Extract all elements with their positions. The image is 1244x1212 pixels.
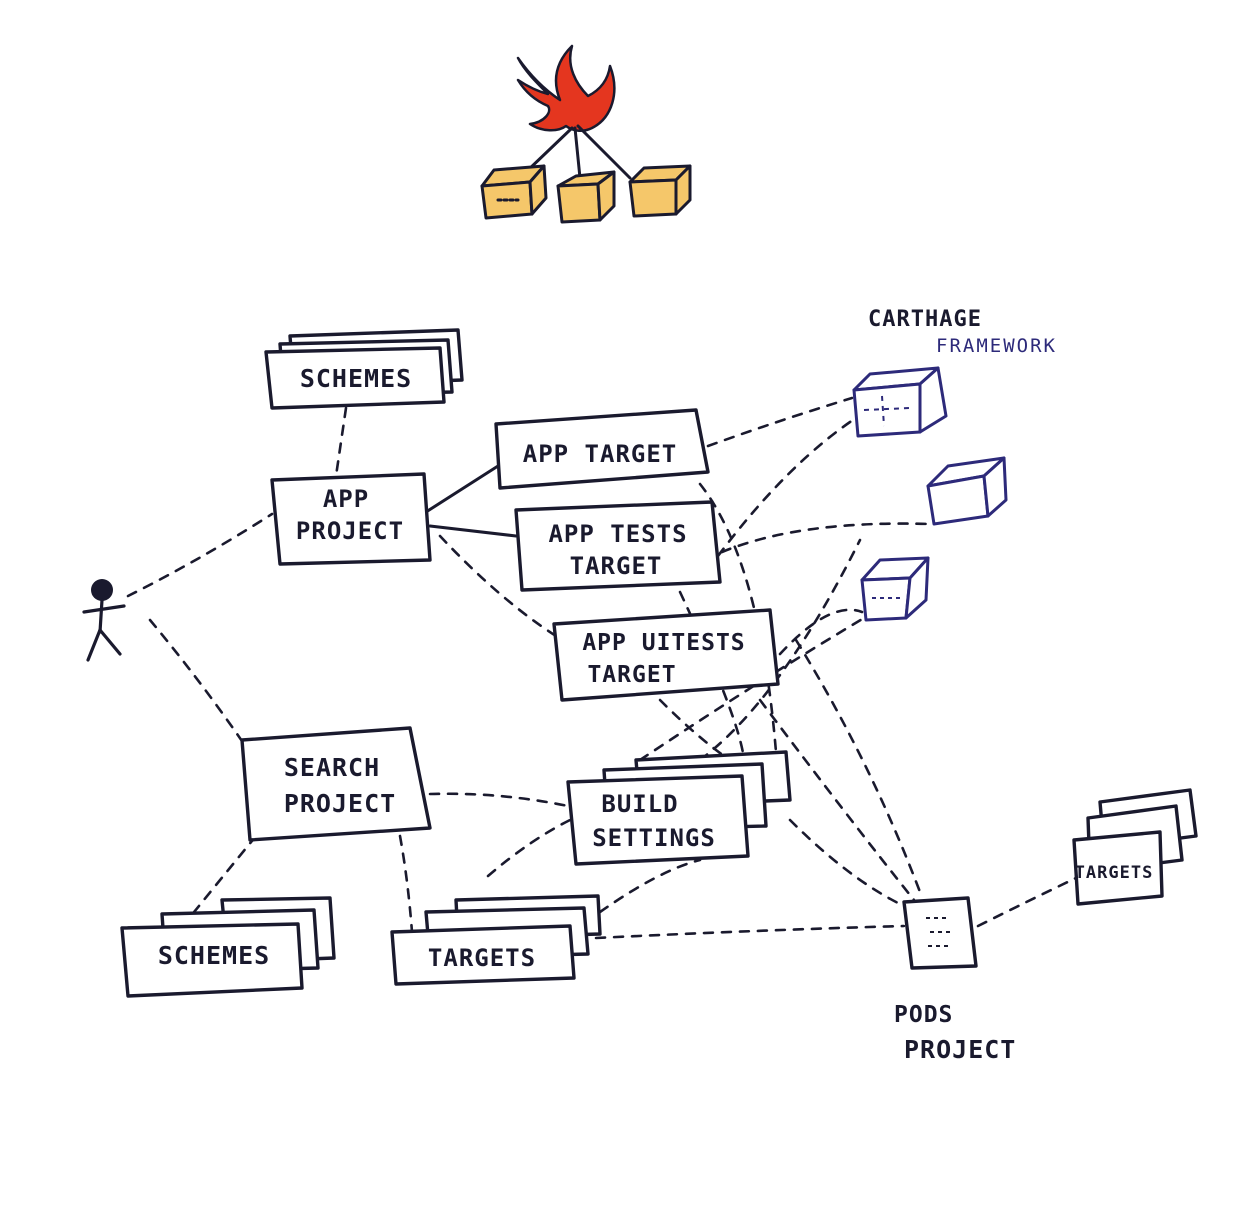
app-uitests-target-label-line2: TARGET (587, 662, 676, 688)
link-build-framework-3 (638, 616, 866, 762)
swift-bird-icon (516, 44, 616, 132)
framework-cube-icon (852, 366, 948, 438)
link-tests-target-build-settings (678, 590, 746, 762)
link-schemes-app-project (334, 406, 348, 478)
schemes-top-label: SCHEMES (300, 364, 412, 393)
app-target-label: APP TARGET (523, 440, 678, 468)
app-uitests-target-node: APP UITESTS TARGET (552, 608, 780, 702)
link-targets-build-settings-2 (598, 858, 702, 914)
app-uitests-target-label-line1: APP UITESTS (582, 630, 745, 656)
connections (126, 396, 1078, 940)
pods-project-label-line2: PROJECT (904, 1035, 1016, 1064)
pods-project-label-line1: PODS (894, 1002, 953, 1028)
package-box-icon (480, 164, 548, 220)
app-tests-target-label-line1: APP TESTS (548, 520, 687, 548)
app-tests-target-label-line2: TARGET (570, 552, 663, 580)
package-box-icon (556, 170, 616, 224)
schemes-bottom-label: SCHEMES (158, 941, 270, 970)
carthage-group: CARTHAGE FRAMEWORK (852, 307, 1057, 622)
app-target-node: APP TARGET (494, 408, 710, 490)
link-app-project-uitests-target (438, 534, 558, 638)
package-box-icon (628, 164, 692, 218)
link-targets-build-settings (486, 818, 572, 878)
build-settings-label-line1: BUILD (601, 790, 678, 818)
link-search-build-settings (428, 792, 570, 808)
link-app-target-framework-1 (706, 396, 854, 448)
link-pods-project-targets (976, 876, 1078, 928)
link-build-framework-2 (698, 538, 862, 762)
link-user-app-project (126, 512, 274, 598)
link-tests-target-framework-1 (716, 412, 864, 558)
link-targets-pods-project (594, 924, 906, 940)
schemes-top-node: SCHEMES (264, 328, 464, 410)
package-link-3 (576, 124, 632, 180)
app-project-node: APP PROJECT (270, 472, 432, 566)
carthage-label-line1: CARTHAGE (868, 307, 982, 332)
link-app-target-build-settings (698, 482, 778, 754)
app-project-label-line2: PROJECT (296, 517, 404, 545)
link-build-settings-pods-project (788, 818, 906, 908)
build-settings-label-line2: SETTINGS (592, 824, 716, 852)
link-search-targets (398, 834, 414, 934)
pods-targets-label: TARGETS (1075, 863, 1154, 883)
framework-cube-icon (926, 456, 1008, 526)
stick-figure-icon (82, 579, 126, 662)
search-project-node: SEARCH PROJECT (240, 726, 432, 842)
link-uitests-pods-project (758, 698, 916, 902)
link-uitests-framework-3 (778, 608, 864, 656)
schemes-bottom-node: SCHEMES (120, 896, 336, 998)
search-project-label-line2: PROJECT (284, 789, 396, 818)
targets-bottom-label: TARGETS (428, 944, 536, 972)
pods-targets-node: TARGETS (1072, 788, 1198, 906)
link-user-search-project (148, 618, 246, 746)
link-tests-target-pods-project (794, 638, 922, 894)
framework-cube-icon (860, 556, 930, 622)
search-project-label-line1: SEARCH (284, 753, 380, 782)
pods-project-node: PODS PROJECT (894, 896, 1016, 1064)
build-settings-node: BUILD SETTINGS (566, 750, 792, 866)
carthage-label-line2: FRAMEWORK (936, 335, 1057, 357)
swift-package-group (480, 44, 692, 224)
targets-bottom-node: TARGETS (390, 894, 602, 986)
link-tests-target-framework-2 (720, 522, 932, 554)
package-link-2 (573, 126, 582, 180)
app-tests-target-node: APP TESTS TARGET (514, 500, 722, 592)
package-link-1 (524, 126, 574, 174)
app-project-label-line1: APP (323, 485, 369, 513)
link-app-project-app-target (424, 464, 500, 514)
link-app-project-tests-target (428, 524, 518, 538)
